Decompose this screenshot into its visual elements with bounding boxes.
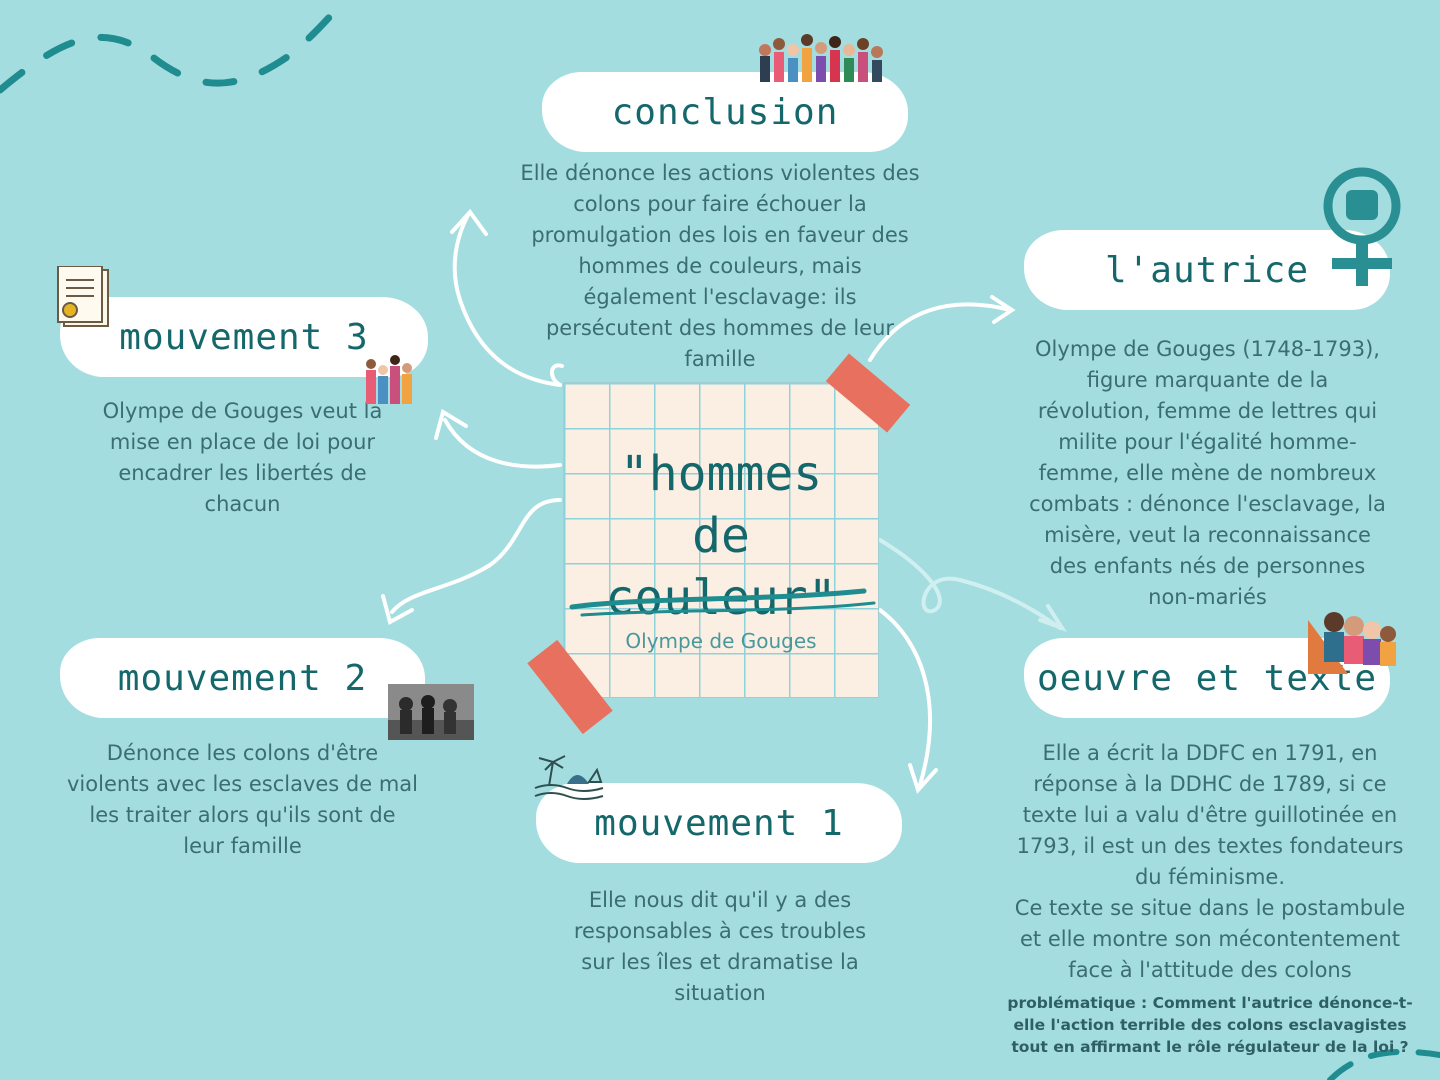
mouvement2-title: mouvement 2: [117, 657, 368, 699]
mouvement1-text: Elle nous dit qu'il y a des responsables…: [573, 888, 867, 1005]
conclusion-text: Elle dénonce les actions violentes des c…: [520, 161, 920, 371]
central-title: "hommes de couleur": [605, 446, 837, 626]
women-group-icon: [1308, 612, 1396, 674]
island-scene-icon: [534, 755, 604, 800]
historical-photo-icon: [388, 684, 474, 740]
autrice-title: l'autrice: [1104, 249, 1310, 291]
raised-hands-small-icon: [366, 355, 412, 404]
mouvement3-title: mouvement 3: [119, 316, 369, 358]
mouvement1-node: mouvement 1: [536, 783, 902, 863]
problematique-text: problématique : Comment l'autrice dénonc…: [1007, 994, 1413, 1056]
mouvement1-title: mouvement 1: [594, 802, 844, 844]
underline-swoosh: [569, 588, 876, 617]
autrice-node: l'autrice: [1024, 230, 1390, 310]
oeuvre-text: Elle a écrit la DDFC en 1791, en réponse…: [1014, 741, 1406, 982]
central-subtitle: Olympe de Gouges: [625, 629, 817, 653]
autrice-text: Olympe de Gouges (1748-1793), figure mar…: [1029, 337, 1386, 609]
raised-hands-icon: [759, 34, 883, 82]
mouvement3-text: Olympe de Gouges veut la mise en place d…: [102, 399, 383, 516]
mouvement2-node: mouvement 2: [60, 638, 425, 718]
mouvement2-text: Dénonce les colons d'être violents avec …: [67, 741, 418, 858]
feminist-fist-icon: [1323, 167, 1401, 286]
central-note: "hommes de couleur" Olympe de Gouges: [563, 382, 879, 698]
conclusion-title: conclusion: [611, 91, 839, 133]
conclusion-node: conclusion: [542, 72, 908, 152]
document-certificate-icon: [57, 266, 109, 327]
